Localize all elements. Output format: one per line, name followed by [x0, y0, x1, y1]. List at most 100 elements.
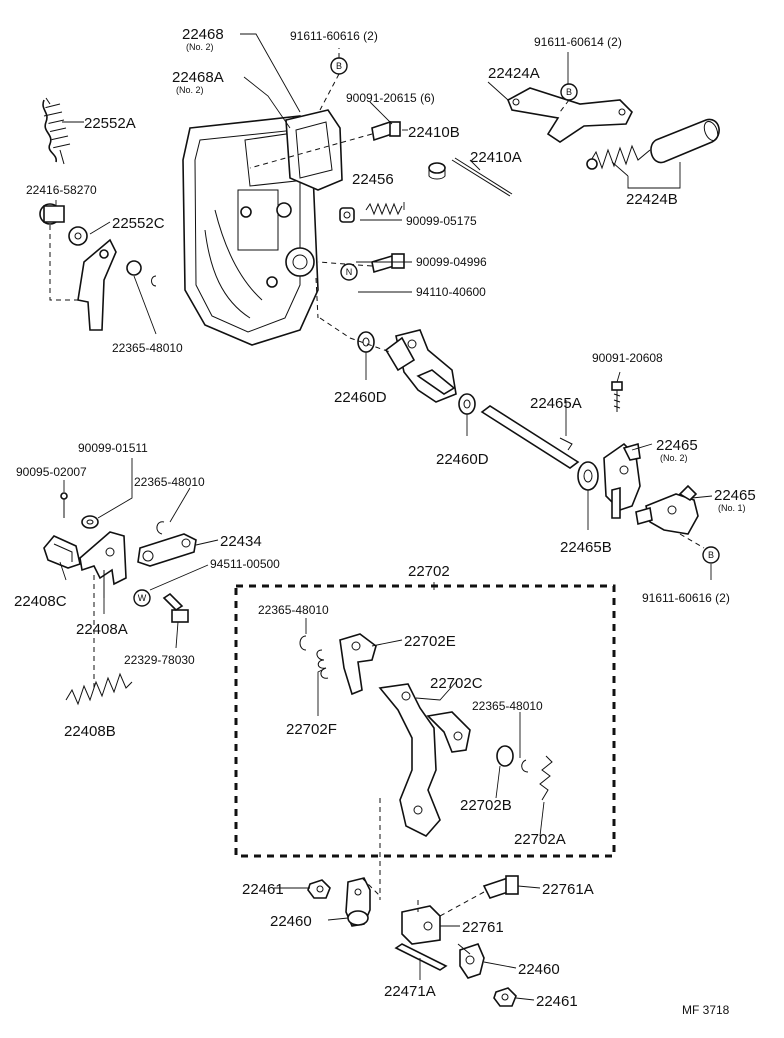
label-22365-48010-c: 22365-48010 [258, 603, 329, 617]
label-22465-no1-sub: (No. 1) [718, 503, 746, 513]
label-22460D-a: 22460D [334, 389, 387, 406]
label-22365-48010-a: 22365-48010 [112, 341, 183, 355]
clip-22408C [43, 535, 81, 569]
label-22702F: 22702F [286, 721, 337, 738]
lever-22465-no2 [603, 442, 641, 519]
bolt-22761A [439, 875, 519, 917]
svg-text:B: B [336, 61, 342, 71]
label-22465A: 22465A [530, 395, 582, 412]
svg-text:N: N [346, 267, 353, 277]
label-22702: 22702 [408, 563, 450, 580]
label-22365-48010-b: 22365-48010 [134, 475, 205, 489]
screw-90091-20615 [249, 120, 401, 169]
svg-text:W: W [138, 593, 147, 603]
leader-lines [55, 33, 713, 1001]
spring-22456 [339, 202, 403, 223]
label-91611-60614: 91611-60614 (2) [534, 35, 622, 49]
label-22702B: 22702B [460, 797, 512, 814]
svg-text:B: B [708, 550, 714, 560]
figure-code: MF 3718 [682, 1003, 730, 1017]
label-22408A: 22408A [76, 621, 128, 638]
left-lever-assembly [39, 203, 157, 331]
label-22424B: 22424B [626, 191, 678, 208]
cover-plate-22468 [285, 109, 343, 191]
label-22761: 22761 [462, 919, 504, 936]
label-22460-b: 22460 [518, 961, 560, 978]
nut-22461-b [493, 987, 517, 1007]
label-22468A: 22468A [172, 69, 224, 86]
label-22434: 22434 [220, 533, 262, 550]
label-94110-40600: 94110-40600 [416, 285, 486, 299]
spring-sleeve-22424B [586, 118, 720, 170]
label-22365-48010-d: 22365-48010 [472, 699, 543, 713]
svg-text:B: B [566, 87, 572, 97]
label-90099-01511: 90099-01511 [78, 441, 148, 455]
plate-22408A [79, 531, 127, 690]
label-22702A: 22702A [514, 831, 566, 848]
label-22410B: 22410B [408, 124, 460, 141]
label-22329-78030: 22329-78030 [124, 653, 195, 667]
label-22424A: 22424A [488, 65, 540, 82]
label-22468: 22468 [182, 26, 224, 43]
nut-22461-a [307, 879, 331, 899]
part-labels: 22468 (No. 2) 91611-60616 (2) 22468A (No… [14, 26, 756, 1017]
label-22416-58270: 22416-58270 [26, 183, 97, 197]
bracket-22424A [506, 87, 633, 143]
label-94511-00500: 94511-00500 [210, 557, 280, 571]
label-22761A: 22761A [542, 881, 594, 898]
label-22465-no1: 22465 [714, 487, 756, 504]
label-90095-02007: 90095-02007 [16, 465, 87, 479]
label-22465B: 22465B [560, 539, 612, 556]
label-22461-b: 22461 [536, 993, 578, 1010]
label-22468-no2: (No. 2) [186, 42, 214, 52]
bolt-90091-20608 [611, 381, 623, 412]
label-22408B: 22408B [64, 723, 116, 740]
lever-shaft-assembly [315, 277, 457, 403]
spring-22408B [65, 672, 133, 706]
clip-22365-48010-b [156, 521, 165, 535]
label-22408C: 22408C [14, 593, 67, 610]
assembly-22702-parts [299, 633, 553, 900]
link-22434 [137, 533, 197, 567]
label-22552A: 22552A [84, 115, 136, 132]
ref-circle-n: N [340, 263, 358, 281]
ref-circle-b-right: B [560, 83, 578, 101]
pin-90095-02007 [60, 492, 68, 518]
housing-body [182, 115, 319, 346]
label-22702C: 22702C [430, 675, 483, 692]
washer-90099-01511 [81, 515, 99, 529]
label-90091-20608: 90091-20608 [592, 351, 663, 365]
cap-22410B [428, 162, 446, 180]
bracket-22761 [401, 900, 441, 945]
label-22468A-no2: (No. 2) [176, 85, 204, 95]
bolt-90099-04996 [317, 253, 405, 274]
washer-22460D-b [458, 393, 476, 415]
bushing-22465B [577, 461, 599, 491]
cable-22410A [451, 157, 513, 197]
label-22460-a: 22460 [270, 913, 312, 930]
label-22465-no2-sub: (No. 2) [660, 453, 688, 463]
pin-22471A [394, 943, 448, 971]
label-22456: 22456 [352, 171, 394, 188]
lever-22465-no1 [635, 484, 705, 549]
lever-22460-a [345, 877, 381, 927]
label-22461-a: 22461 [242, 881, 284, 898]
label-22410A: 22410A [470, 149, 522, 166]
label-22702E: 22702E [404, 633, 456, 650]
label-22460D-b: 22460D [436, 451, 489, 468]
label-90099-04996: 90099-04996 [416, 255, 487, 269]
lever-22460-b [457, 943, 485, 979]
ref-circle-b-top: B [330, 57, 348, 75]
label-22552C: 22552C [112, 215, 165, 232]
bolt-22329-78030 [162, 592, 189, 623]
ref-circle-b-bottom: B [702, 546, 720, 564]
spring-22552A [42, 97, 71, 165]
assembly-box-22702 [234, 584, 616, 858]
ref-circle-w: W [133, 589, 151, 607]
label-91611-60616-bottom: 91611-60616 (2) [642, 591, 730, 605]
shaft-22465A [480, 405, 580, 469]
label-22471A: 22471A [384, 983, 436, 1000]
label-90099-05175: 90099-05175 [406, 214, 477, 228]
